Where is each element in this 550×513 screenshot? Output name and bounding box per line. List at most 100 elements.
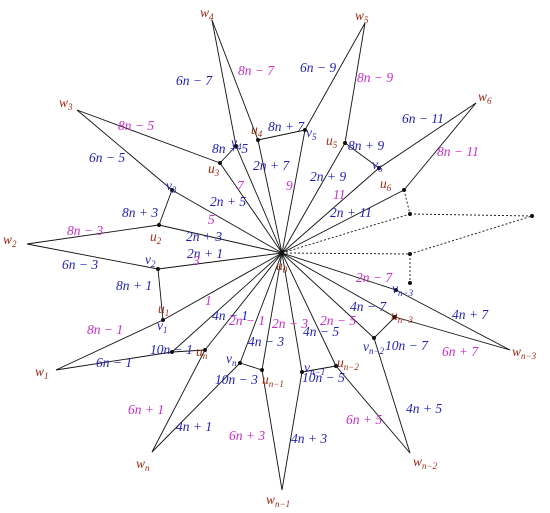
edge: [151, 362, 241, 453]
vertex-labels: w4 w5 w3 w6 w2 w1 wn−3 wn wn−2 wn−1 v4 v…: [3, 5, 537, 509]
edge: [171, 349, 206, 353]
edge: [26, 224, 160, 245]
edge-label: 9: [286, 178, 293, 193]
vertex: [280, 251, 284, 255]
edge: [281, 252, 397, 291]
edge: [281, 252, 411, 255]
edge: [335, 365, 411, 454]
edge: [76, 109, 221, 164]
vertex: [530, 214, 534, 218]
vertex-label-wn-2: wn−2: [413, 454, 438, 471]
edge: [344, 142, 380, 169]
vertex-label-w2: w2: [3, 232, 17, 249]
edge: [301, 365, 337, 373]
vertex-label-w1: w1: [35, 364, 49, 381]
edge: [281, 129, 306, 254]
vertex-label-w6: w6: [478, 89, 492, 106]
edge: [394, 316, 511, 351]
vertex-label-vn: vn: [226, 351, 237, 368]
edge: [281, 371, 303, 491]
edge-label: 6n + 3: [229, 428, 265, 443]
vertex-label-v1: v1: [157, 318, 168, 335]
vertex: [377, 166, 381, 170]
vertex: [402, 188, 406, 192]
vertex-label-v6: v6: [372, 157, 383, 174]
edge-label: 8n − 9: [357, 70, 393, 85]
edge-label: 10n − 3: [215, 372, 258, 387]
vertex: [203, 348, 207, 352]
edge-label: 6n − 3: [62, 257, 98, 272]
edge: [211, 19, 237, 147]
edge: [55, 319, 164, 371]
edge: [219, 162, 283, 254]
edge-label: 8n + 7: [268, 119, 305, 134]
edge: [219, 145, 237, 164]
edge-label: 6n + 1: [128, 402, 164, 417]
vertex: [260, 368, 264, 372]
vertex: [218, 161, 222, 165]
vertex-label-wn-3: wn−3: [512, 344, 537, 361]
edge: [158, 189, 173, 226]
vertex-label-u3: u3: [208, 161, 220, 178]
edge: [403, 102, 477, 191]
vertices: [156, 128, 534, 374]
edge: [158, 224, 283, 254]
edge-label: 8n − 11: [437, 144, 479, 159]
vertex: [394, 288, 398, 292]
vertex-label-wn-1: wn−1: [266, 492, 290, 509]
vertex-label-wn: wn: [136, 456, 150, 473]
vertex-label-vn-3: vn−3: [392, 281, 414, 298]
vertex: [238, 361, 242, 365]
edge: [257, 139, 283, 254]
vertex-label-un-2: un−2: [337, 355, 359, 372]
edge-label: 4n − 1: [212, 308, 248, 323]
edge-label: 2n + 11: [330, 205, 372, 220]
edge: [151, 349, 206, 453]
edge: [281, 252, 396, 318]
edge-label: 4n − 5: [303, 324, 339, 339]
edge-label: 4n + 1: [176, 419, 212, 434]
vertex: [343, 141, 347, 145]
edge-label: 2n − 3: [272, 316, 308, 331]
vertex-label-vn-2: vn−2: [363, 339, 385, 356]
edge-label: 8n + 5: [212, 141, 248, 156]
edge: [281, 252, 375, 339]
edge-label: 8n − 3: [67, 223, 103, 238]
edge-label: 5: [208, 212, 215, 227]
edge-label: 2n + 7: [253, 158, 290, 173]
edge-label: 4n − 7: [350, 299, 387, 314]
edge: [373, 337, 411, 454]
edge: [239, 252, 283, 364]
center-vertex-label: u0: [276, 258, 288, 275]
vertex: [256, 138, 260, 142]
edge-label: 2n + 9: [310, 169, 346, 184]
edge-label: 10n − 7: [385, 338, 429, 353]
vertex: [303, 128, 307, 132]
edge: [171, 252, 283, 353]
edge-label: 2n − 7: [356, 270, 393, 285]
edge-label: 8n − 7: [238, 63, 275, 78]
edge-label: 8n − 1: [87, 322, 123, 337]
edge-label: 4n + 3: [291, 431, 327, 446]
vertex-label-v2: v2: [145, 252, 156, 269]
edge-label: 2n − 1: [229, 313, 265, 328]
vertex: [234, 144, 238, 148]
edge-label: 1: [205, 293, 212, 308]
edge-label: 8n + 1: [116, 278, 152, 293]
vertex: [393, 315, 397, 319]
edge: [261, 369, 283, 491]
vertex-label-u6: u6: [380, 176, 392, 193]
edge-label: 2n + 3: [186, 229, 222, 244]
edge: [281, 189, 405, 254]
vertex: [170, 350, 174, 354]
edge: [157, 268, 164, 321]
vertex-label-u4: u4: [251, 122, 263, 139]
edge-label: 8n + 9: [348, 138, 384, 153]
edge-label: 11: [333, 187, 346, 202]
vertex: [170, 188, 174, 192]
edge: [239, 362, 263, 371]
vertex-label-vn-1: vn−1: [304, 360, 325, 377]
edge-label: 8n − 5: [118, 118, 154, 133]
vertex-label-u5: u5: [326, 133, 338, 150]
vertex: [334, 364, 338, 368]
